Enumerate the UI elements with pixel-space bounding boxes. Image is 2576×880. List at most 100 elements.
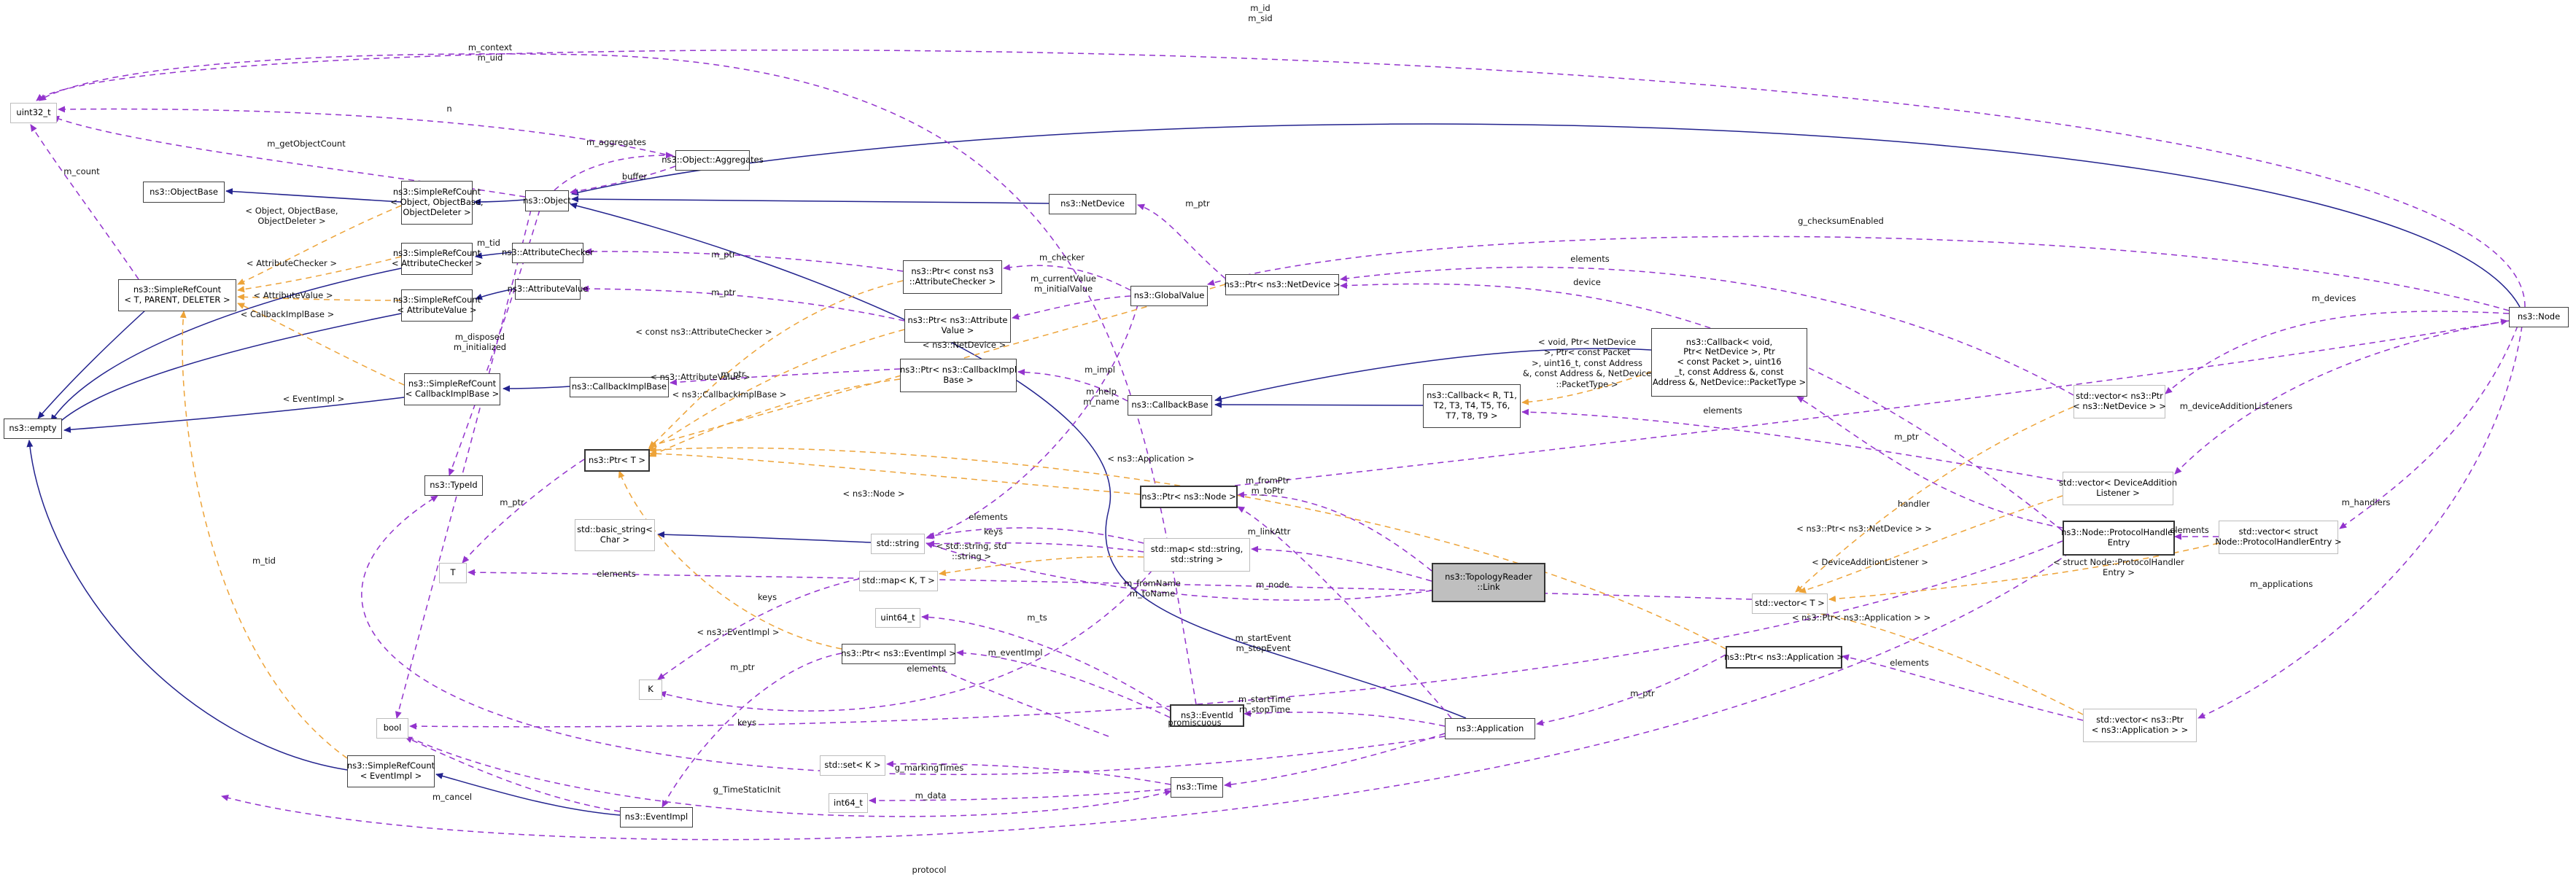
class-node-netdevice[interactable]: ns3::NetDevice — [1049, 194, 1136, 214]
member-edge-53 — [1237, 491, 1432, 572]
edge-label-elements: elements — [907, 663, 945, 674]
edge-label-line: m_impl — [1085, 365, 1115, 375]
class-node-ptr-ei[interactable]: ns3::Ptr< ns3::EventImpl > — [841, 644, 956, 664]
class-node-cb-r[interactable]: ns3::Callback< R, T1,T2, T3, T4, T5, T6,… — [1423, 384, 1521, 428]
edge-label-m_ptr: m_ptr — [1630, 688, 1655, 698]
class-node-objectbase[interactable]: ns3::ObjectBase — [143, 182, 225, 203]
class-node-cbimplbase[interactable]: ns3::CallbackImplBase — [570, 377, 669, 397]
inheritance-edge-7 — [50, 268, 402, 422]
edge-label-m_ptr: m_ptr — [500, 497, 524, 507]
edge-label-line: ::string > — [951, 551, 992, 562]
class-node-ptr-node[interactable]: ns3::Ptr< ns3::Node > — [1140, 486, 1238, 508]
edge-label-line: < struct Node::ProtocolHandler — [2053, 557, 2184, 567]
class-node-label: ns3::Ptr< const ns3 — [911, 266, 994, 277]
class-node-aggregates[interactable]: ns3::Object::Aggregates — [662, 150, 764, 171]
member-edge-17 — [36, 49, 2526, 308]
template-edge-74 — [179, 311, 348, 759]
edge-label-line: < ns3::Application > — [1107, 453, 1195, 464]
edge-label-line: m_getObjectCount — [267, 139, 346, 149]
member-edge-35 — [448, 209, 540, 476]
class-node-label: std::map< K, T > — [862, 575, 935, 586]
edge-label-line: < ns3::CallbackImplBase > — [672, 389, 787, 400]
class-node-label: ns3::Ptr< ns3::Attribute — [907, 315, 1008, 326]
edge-label-line: elements — [1703, 405, 1742, 416]
class-node-src-ei[interactable]: ns3::SimpleRefCount< EventImpl > — [347, 755, 435, 787]
edge-label-line: m_ts — [1027, 612, 1047, 623]
edge-label-m_ptr: m_ptr — [711, 287, 736, 297]
edge-label--const-ns3-AttributeChecker-: < const ns3::AttributeChecker > — [635, 327, 772, 337]
class-node-ptr-t[interactable]: ns3::Ptr< T > — [584, 449, 650, 472]
edge-label-line: m_tid — [252, 556, 276, 566]
member-edge-61 — [2339, 325, 2518, 529]
edge-label-line: Entry > — [2103, 567, 2135, 578]
class-node-empty[interactable]: ns3::empty — [4, 418, 62, 439]
class-node-label: T7, T8, T9 > — [1446, 410, 1498, 421]
class-node-label: ns3::Ptr< T > — [588, 454, 646, 465]
edge-label--ns3-Ptr-ns3-Application-: < ns3::Ptr< ns3::Application > > — [1792, 612, 1931, 623]
class-node-eventid[interactable]: ns3::EventId — [1170, 704, 1244, 727]
class-node-callbackbase[interactable]: ns3::CallbackBase — [1128, 395, 1212, 416]
edge-label-m_cancel: m_cancel — [432, 792, 472, 802]
edge-label-line: m_disposed — [454, 332, 505, 342]
edge-label-m_ptr: m_ptr — [730, 662, 755, 672]
class-node-eventimpl[interactable]: ns3::EventImpl — [620, 807, 693, 828]
class-node-cb-void[interactable]: ns3::Callback< void,Ptr< NetDevice >, Pt… — [1651, 328, 1807, 397]
class-node-label: ns3::GlobalValue — [1133, 290, 1205, 301]
class-node-object[interactable]: ns3::Object — [523, 190, 571, 211]
member-edge-23 — [570, 166, 676, 195]
class-node-ptr-nd[interactable]: ns3::Ptr< ns3::NetDevice > — [1224, 274, 1341, 295]
edge-label-keys: keys — [984, 526, 1003, 537]
class-node-node[interactable]: ns3::Node — [2509, 307, 2569, 327]
edge-label-line: &, const Address &, NetDevice — [1522, 368, 1652, 379]
class-node-typeid[interactable]: ns3::TypeId — [424, 475, 483, 496]
edge-label-line: m_initialValue — [1033, 284, 1093, 295]
class-node-time[interactable]: ns3::Time — [1171, 777, 1223, 798]
edge-label-line: m_data — [915, 790, 947, 801]
class-node-label: std::string — [876, 538, 920, 549]
class-node-label: std::map< std::string, — [1150, 544, 1244, 555]
edge-label-m_getObjectCount: m_getObjectCount — [267, 139, 345, 149]
class-node-label: < Object, ObjectBase, — [390, 197, 484, 208]
class-node-src-ac[interactable]: ns3::SimpleRefCount< AttributeChecker > — [392, 243, 482, 275]
class-node-uint64: uint64_t — [875, 608, 920, 628]
inheritance-edge-14 — [435, 773, 621, 816]
edge-label-line: < std::string, std — [936, 541, 1007, 551]
class-node-label: ns3::Ptr< ns3::NetDevice > — [1224, 279, 1341, 289]
class-node-label: ns3::AttributeChecker — [502, 247, 594, 258]
class-node-label: ns3::SimpleRefCount — [392, 187, 481, 198]
edge-label-line: < const ns3::AttributeChecker > — [635, 327, 772, 337]
class-node-src-tpd[interactable]: ns3::SimpleRefCount< T, PARENT, DELETER … — [118, 279, 236, 311]
class-node-application[interactable]: ns3::Application — [1445, 718, 1535, 739]
edge-label--ns3-EventImpl-: < ns3::EventImpl > — [697, 627, 780, 637]
class-node-ptr-app[interactable]: ns3::Ptr< ns3::Application > — [1724, 646, 1844, 669]
template-edge-79 — [649, 450, 1141, 495]
edge-label--AttributeChecker-: < AttributeChecker > — [247, 258, 337, 268]
member-edge-39 — [927, 540, 1144, 553]
class-node-label: ns3::AttributeValue — [507, 284, 589, 295]
class-node-label: std::vector< ns3::Ptr — [2076, 391, 2163, 402]
class-node-vec-nd: std::vector< ns3::Ptr< ns3::NetDevice > … — [2073, 385, 2166, 418]
edge-label-line: elements — [2170, 525, 2209, 535]
class-node-attrchecker[interactable]: ns3::AttributeChecker — [502, 243, 594, 263]
class-node-attrvalue[interactable]: ns3::AttributeValue — [508, 279, 588, 300]
class-node-label: ns3::Callback< void, — [1685, 336, 1773, 347]
class-node-src-cib[interactable]: ns3::SimpleRefCount< CallbackImplBase > — [404, 373, 500, 405]
template-edge-86 — [1828, 542, 2219, 602]
class-node-label: ns3::Ptr< ns3::CallbackImpl — [899, 365, 1017, 375]
member-edge-33 — [670, 368, 901, 386]
class-node-label: T — [450, 567, 456, 578]
class-node-label: std::string > — [1171, 554, 1223, 564]
class-node-globalvalue[interactable]: ns3::GlobalValue — [1130, 286, 1208, 306]
class-node-label: ns3::SimpleRefCount — [392, 248, 481, 259]
class-node-src-av[interactable]: ns3::SimpleRefCount< AttributeValue > — [393, 289, 481, 322]
class-node-label: _t, const Address &, const — [1675, 366, 1784, 377]
class-node-src-obj[interactable]: ns3::SimpleRefCount< Object, ObjectBase,… — [390, 181, 484, 225]
class-node-ptr-cac[interactable]: ns3::Ptr< const ns3::AttributeChecker > — [903, 260, 1002, 294]
edge-label-line: m_fromName — [1124, 578, 1181, 588]
